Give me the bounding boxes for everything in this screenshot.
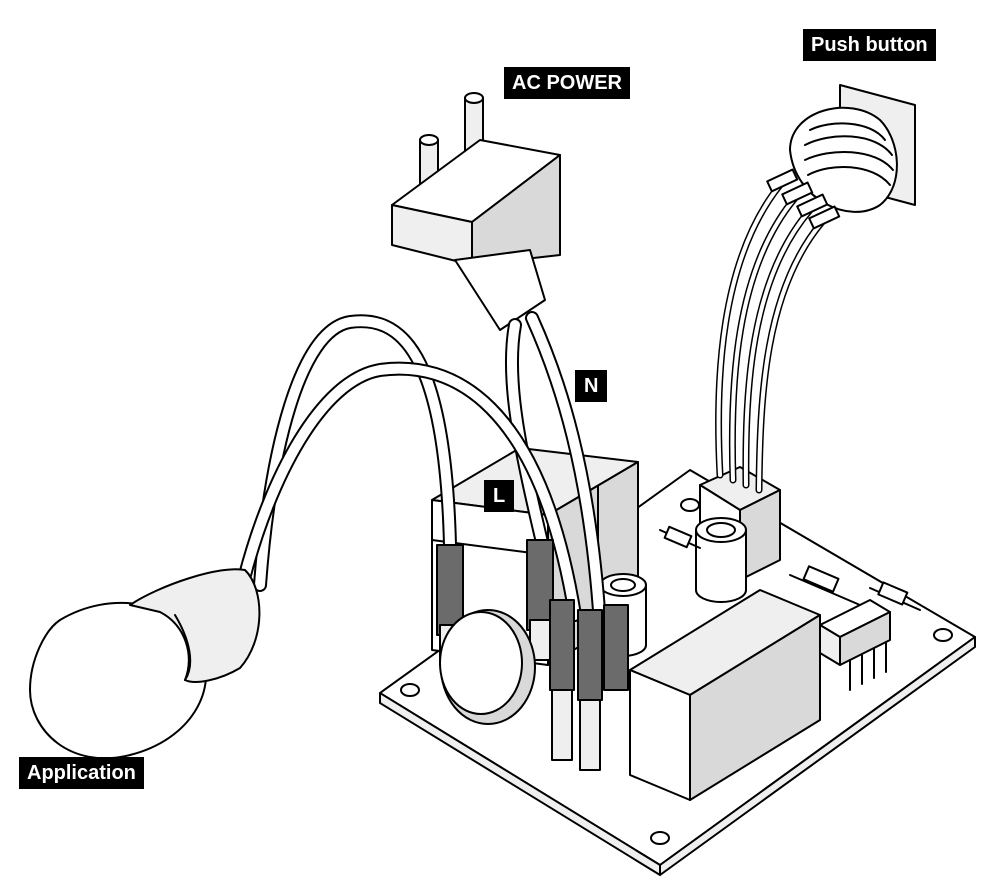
relay xyxy=(629,589,821,801)
live-label: L xyxy=(484,480,515,512)
light-bulb xyxy=(29,568,261,760)
push-button-label: Push button xyxy=(803,29,936,61)
ac-plug xyxy=(391,92,561,331)
capacitor xyxy=(599,517,747,657)
neutral-label: N xyxy=(575,370,608,402)
pin-header xyxy=(819,599,891,691)
button-lead xyxy=(766,168,841,230)
ac-power-label: AC POWER xyxy=(504,67,630,99)
fuse-holder xyxy=(439,609,536,725)
mounting-hole xyxy=(400,498,953,845)
diode xyxy=(659,525,921,611)
push-button xyxy=(766,84,916,230)
wire xyxy=(238,181,826,632)
application-label: Application xyxy=(19,757,144,789)
